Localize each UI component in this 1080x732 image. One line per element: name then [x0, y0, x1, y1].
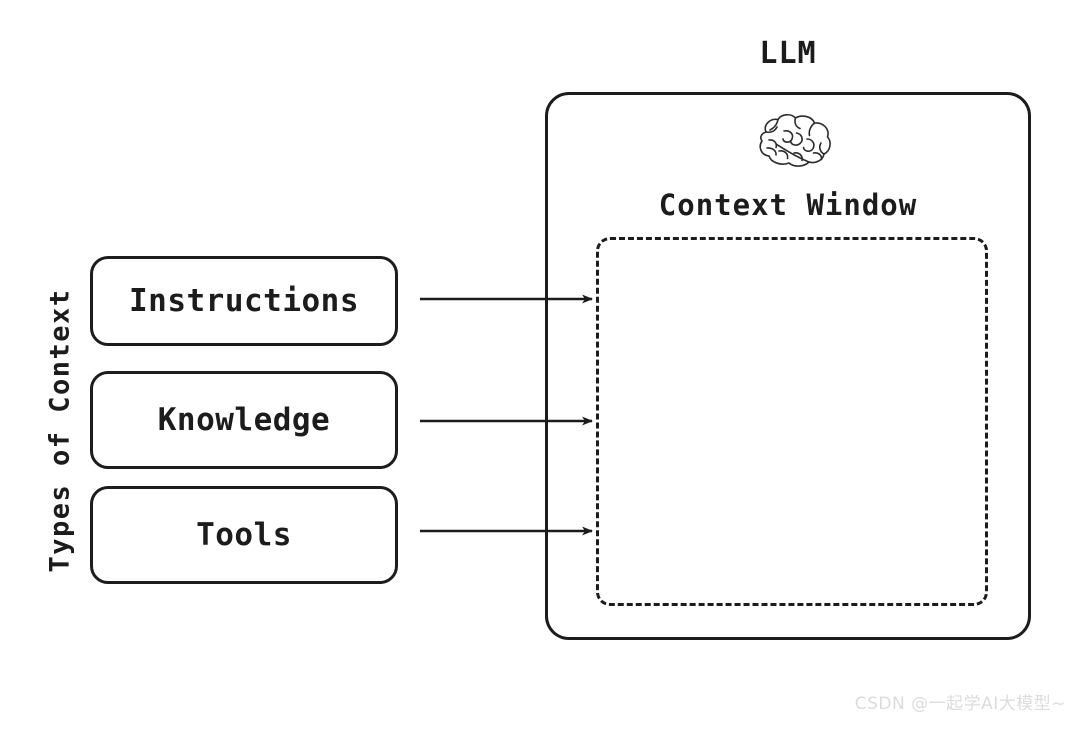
context-type-label-knowledge: Knowledge	[157, 402, 331, 438]
context-window-region	[596, 237, 988, 606]
context-type-label-tools: Tools	[196, 517, 292, 553]
context-type-label-instructions: Instructions	[129, 283, 359, 319]
context-type-box-tools[interactable]: Tools	[90, 486, 398, 584]
llm-title: LLM	[759, 36, 817, 71]
brain-icon	[748, 110, 838, 170]
context-window-label: Context Window	[658, 188, 918, 222]
types-of-context-axis-label: Types of Context	[44, 288, 76, 573]
context-type-box-knowledge[interactable]: Knowledge	[90, 371, 398, 469]
context-type-box-instructions[interactable]: Instructions	[90, 256, 398, 346]
llm-container-box	[545, 92, 1031, 640]
csdn-watermark: CSDN @一起学AI大模型~	[854, 694, 1066, 714]
